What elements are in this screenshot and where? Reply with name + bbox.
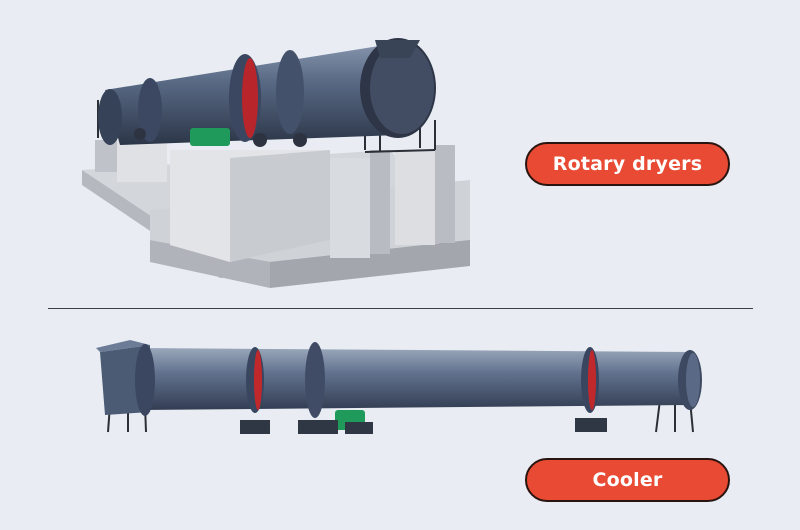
rotary-dryers-label: Rotary dryers [525,142,730,186]
section-divider [48,308,753,309]
cooler-label: Cooler [525,458,730,502]
support-pedestals [95,140,455,262]
rotary-drum [98,38,436,147]
rotary-cooler-illustration [96,340,702,434]
motor-icon [190,128,230,146]
